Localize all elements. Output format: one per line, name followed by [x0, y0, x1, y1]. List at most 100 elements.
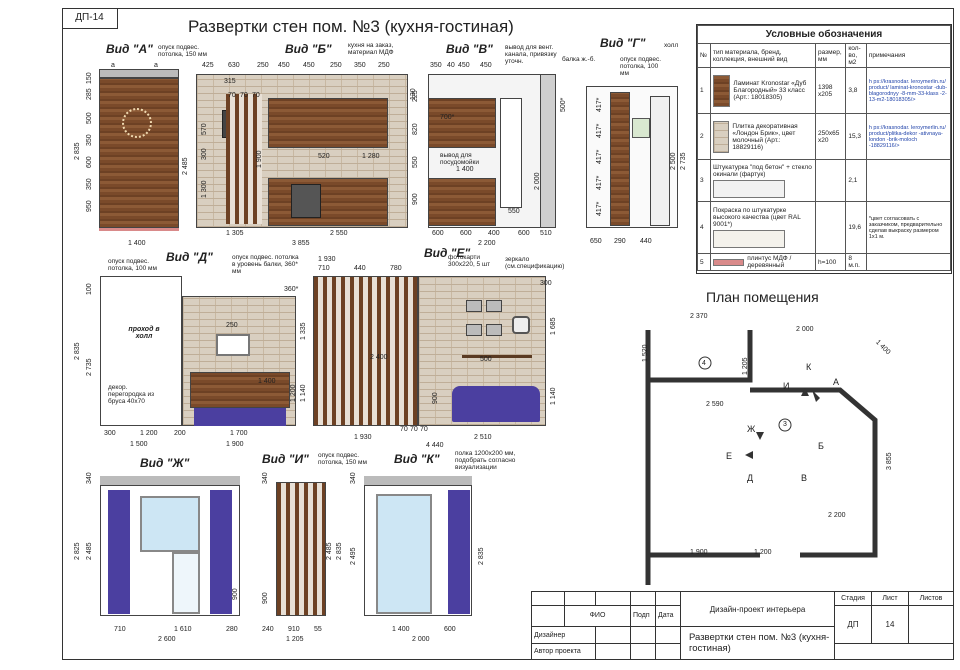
floor-plan	[645, 330, 878, 585]
drawing-sheet	[62, 8, 954, 660]
legend-row-note[interactable]: h ps://krasnodar. leroymerlin.ru/ produc…	[865, 113, 952, 160]
plan-mark-b: Б	[818, 441, 824, 451]
plan-room-3: 3	[783, 421, 787, 428]
mirror-icon	[216, 334, 250, 356]
view-d-dim-1200: 1 200	[140, 430, 158, 437]
view-e-dim-780: 780	[390, 265, 402, 272]
view-g-dim-417d: 417*	[596, 175, 603, 190]
view-d-dim-2735: 2 735	[86, 358, 93, 376]
view-b-dim-630: 630	[228, 62, 240, 69]
legend-row-size: 250х65 х20	[814, 113, 847, 160]
view-zh-dim-2600: 2 600	[158, 636, 176, 643]
view-v-dim-700: 700*	[440, 114, 455, 121]
view-d-dim-250: 250	[226, 322, 238, 329]
view-g-dim-290: 290	[614, 238, 626, 245]
stamp-stage: ДП	[834, 604, 872, 644]
plan-dim-2000: 2 000	[796, 326, 814, 333]
stamp-col-sheets: Листов	[908, 591, 954, 606]
view-g-cabinet	[650, 96, 670, 226]
stamp-date: Дата	[655, 604, 681, 628]
view-d-dim-1500: 1 500	[130, 441, 148, 448]
stamp-sheet: 14	[871, 604, 909, 644]
view-d-dim-1400: 1 400	[258, 378, 276, 385]
curtain-right	[210, 490, 232, 614]
view-e-dim-1930b: 1 930	[354, 434, 372, 441]
view-v-dim-1400: 1 400	[456, 166, 474, 173]
view-g-column	[610, 92, 630, 226]
view-d-dim-360: 360*	[284, 286, 299, 293]
fridge-icon	[500, 98, 522, 208]
bed-icon	[194, 408, 286, 426]
legend-row-note	[865, 159, 952, 202]
stamp-col-stage: Стадия	[834, 591, 872, 606]
view-k-dim-2835: 2 835	[478, 547, 485, 565]
legend-row-num: 2	[697, 113, 711, 160]
plan-wall-bay	[750, 387, 878, 558]
shelf-icon	[462, 355, 532, 358]
plan-wall-balcony	[648, 330, 753, 383]
legend-header-size: размер, мм	[814, 43, 847, 68]
view-e-dim-4440: 4 440	[426, 442, 444, 449]
view-v-dim-225: 225	[412, 90, 419, 102]
sofa-icon	[452, 386, 540, 422]
view-b-dim-1300: 1 300	[201, 180, 208, 198]
view-e-note-photos: фотокарти 300х220, 5 шт	[448, 254, 491, 268]
plan-room-3-marker	[778, 418, 792, 432]
legend-row-qty: 15,3	[845, 113, 867, 160]
view-g-dim-417c: 417*	[596, 149, 603, 164]
view-e-note-shelf: полка 1200х200 мм, подобрать согласно ви…	[455, 450, 516, 471]
legend-row-note	[865, 253, 952, 271]
view-a-dim-600: 600	[86, 156, 93, 168]
view-b-dim-height: 2 485	[182, 157, 189, 175]
view-i-dim-2835: 2 835	[336, 542, 343, 560]
view-zh-dim-1610: 1 610	[174, 626, 192, 633]
balcony-door-icon	[172, 552, 200, 614]
stamp-sign: Подп	[630, 604, 656, 628]
view-a-note: опуск подвес. потолка, 150 мм	[158, 44, 207, 58]
view-e-dim-70b: 70	[410, 426, 418, 433]
legend-row-qty: 8 м.п.	[845, 253, 867, 271]
view-b-dim-570: 570	[201, 123, 208, 135]
legend-header-qty: кол-во, м2	[845, 43, 867, 68]
view-v-dim-550: 550	[412, 156, 419, 168]
view-g-label: Вид "Г"	[600, 36, 646, 50]
legend-row-name: Штукатурка "под бетон" + стекло окинали …	[710, 159, 816, 202]
view-g-note: опуск подвес. потолка, 100 мм	[620, 56, 662, 77]
photo-frame-icon	[486, 300, 502, 312]
view-b-dim-450a: 450	[278, 62, 290, 69]
plan-mark-d: Д	[747, 473, 754, 483]
view-a-dim-350: 350	[86, 134, 93, 146]
legend-row-name-text: плинтус МДФ /деревянный	[747, 255, 792, 269]
view-i-note: опуск подвес. потолка, 150 мм	[318, 452, 367, 466]
view-v-dim-550b: 550	[508, 208, 520, 215]
view-b-dim-450b: 450	[303, 62, 315, 69]
legend-header-type: тип материала, бренд, коллекция, внешний…	[710, 43, 816, 68]
view-e-dim-440: 440	[354, 265, 366, 272]
legend-row-note[interactable]: h ps://krasnodar. leroymerlin.ru/ produc…	[865, 67, 952, 114]
legend-row-name: плинтус МДФ /деревянный	[710, 253, 816, 271]
view-a-dim-width: 1 400	[128, 240, 146, 247]
view-b-upper-cabinets	[268, 98, 388, 148]
view-e-note-mirror: зеркало (см.спецификацию)	[505, 256, 565, 270]
view-v-dim-500: 500*	[560, 97, 567, 112]
view-k-dim-600: 600	[444, 626, 456, 633]
legend-row-num: 1	[697, 67, 711, 114]
view-a-ceiling	[99, 69, 179, 78]
view-v-dim-400: 400	[488, 230, 500, 237]
legend-row-name-text: Ламинат Kronostar «Дуб Благородный» 33 к…	[733, 80, 807, 101]
stamp-author: Автор проекта	[531, 642, 596, 661]
title-block: Дизайн-проект интерьера Стадия Лист Лист…	[531, 590, 954, 661]
view-v-note-vent: вывод для вент. канала, привязку уточн.	[505, 44, 557, 65]
view-b-dim-300: 300	[201, 148, 208, 160]
plan-dim-1205: 1 205	[742, 357, 749, 375]
plan-dim-2590: 2 590	[706, 401, 724, 408]
view-b-dim-425: 425	[202, 62, 214, 69]
view-d-dim-1140: 1 140	[300, 384, 307, 402]
legend-row-name: Плитка декоративная «Лондон Брик», цвет …	[710, 113, 816, 160]
legend-row-name: Покраска по штукатурке высокого качества…	[710, 201, 816, 254]
view-d-dim-1700: 1 700	[230, 430, 248, 437]
plan-mark-i: И	[783, 381, 790, 391]
plan-room-4: 4	[702, 360, 706, 367]
plan-mark-e: Е	[726, 451, 733, 461]
stamp-designer: Дизайнер	[531, 626, 596, 644]
